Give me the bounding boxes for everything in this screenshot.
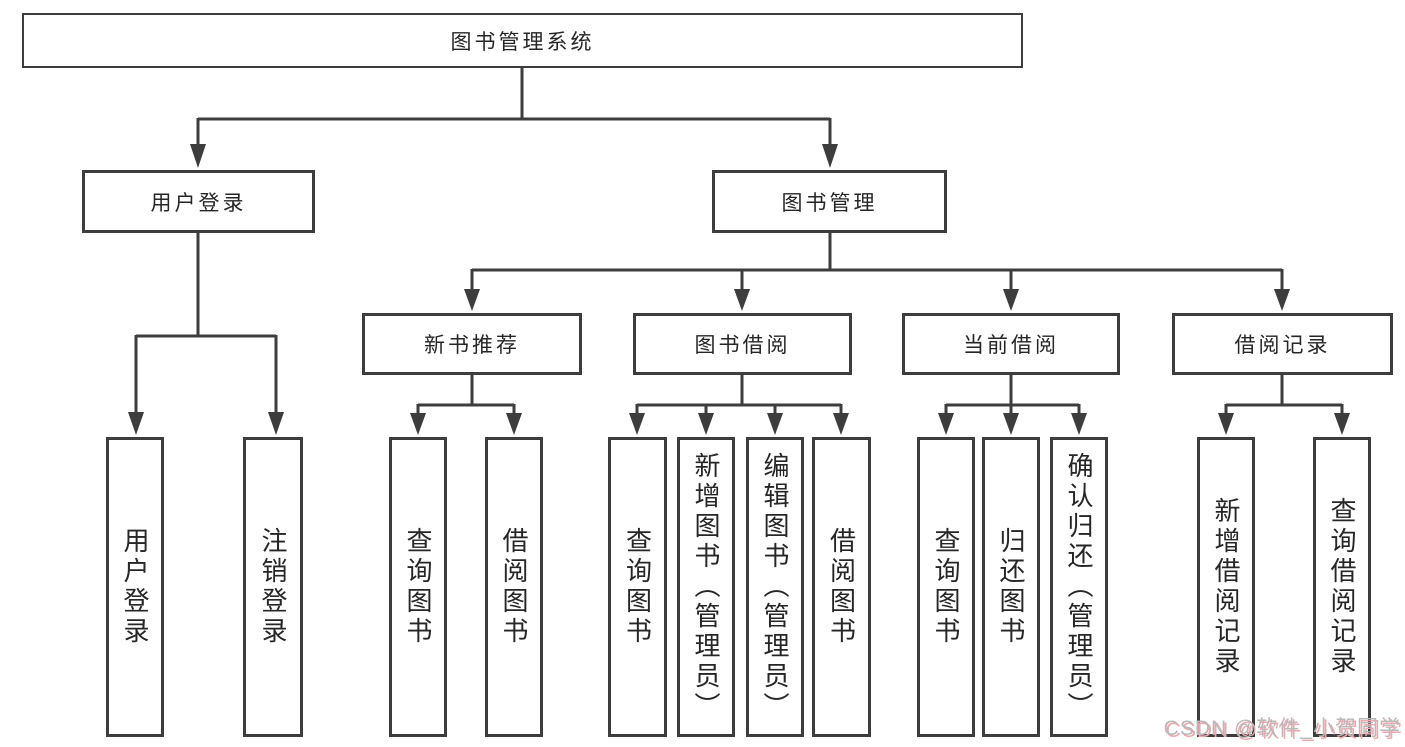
node-borrowing-records-label: 借阅记录 xyxy=(1234,334,1331,357)
leaf-nb-query-books: 查询图书 xyxy=(389,437,447,737)
leaf-bb-borrow-books-label: 借阅图书 xyxy=(826,527,857,647)
node-current-borrowing: 当前借阅 xyxy=(902,313,1120,375)
node-current-borrowing-label: 当前借阅 xyxy=(963,334,1059,357)
leaf-bb-add-books-admin: 新增图书（管理员） xyxy=(677,437,735,737)
leaf-bb-edit-books-admin-label: 编辑图书（管理员） xyxy=(760,452,790,722)
leaf-cb-confirm-return-admin-label: 确认归还（管理员） xyxy=(1064,452,1094,722)
leaf-bb-query-books-label: 查询图书 xyxy=(622,527,653,647)
leaf-cb-query-books: 查询图书 xyxy=(917,437,975,737)
leaf-bb-query-books: 查询图书 xyxy=(608,437,667,737)
leaf-cb-query-books-label: 查询图书 xyxy=(931,527,961,647)
csdn-watermark: CSDN @软件_小贺同学 xyxy=(1163,717,1401,740)
leaf-bb-add-books-admin-label: 新增图书（管理员） xyxy=(691,452,721,722)
leaf-bb-edit-books-admin: 编辑图书（管理员） xyxy=(746,437,804,737)
leaf-user-login-label: 用户登录 xyxy=(120,527,150,647)
node-book-borrowing-label: 图书借阅 xyxy=(694,334,791,357)
leaf-br-add-record-label: 新增借阅记录 xyxy=(1211,497,1241,677)
leaf-nb-query-books-label: 查询图书 xyxy=(403,527,433,647)
leaf-cb-return-books: 归还图书 xyxy=(982,437,1040,737)
node-user-login-label: 用户登录 xyxy=(150,191,247,215)
node-book-borrowing: 图书借阅 xyxy=(633,313,852,375)
leaf-logout-label: 注销登录 xyxy=(258,527,288,647)
node-new-book-recommendation-label: 新书推荐 xyxy=(424,334,520,357)
connector-paths xyxy=(134,68,1344,414)
leaf-br-query-record: 查询借阅记录 xyxy=(1313,437,1371,737)
leaf-br-add-record: 新增借阅记录 xyxy=(1197,437,1255,737)
node-book-management-label: 图书管理 xyxy=(781,191,878,215)
node-new-book-recommendation: 新书推荐 xyxy=(362,313,582,375)
leaf-logout: 注销登录 xyxy=(243,437,303,737)
leaf-nb-borrow-books: 借阅图书 xyxy=(485,437,543,737)
node-root-system: 图书管理系统 xyxy=(22,13,1023,68)
node-book-management: 图书管理 xyxy=(712,170,947,233)
leaf-user-login: 用户登录 xyxy=(106,437,164,737)
leaf-cb-confirm-return-admin: 确认归还（管理员） xyxy=(1050,437,1108,737)
leaf-bb-borrow-books: 借阅图书 xyxy=(812,437,871,737)
node-borrowing-records: 借阅记录 xyxy=(1172,313,1393,375)
leaf-br-query-record-label: 查询借阅记录 xyxy=(1327,497,1357,677)
node-user-login: 用户登录 xyxy=(82,170,315,233)
leaf-cb-return-books-label: 归还图书 xyxy=(996,527,1026,647)
arrow-heads xyxy=(128,144,1350,435)
node-root-label: 图书管理系统 xyxy=(450,30,595,54)
leaf-nb-borrow-books-label: 借阅图书 xyxy=(499,527,529,647)
